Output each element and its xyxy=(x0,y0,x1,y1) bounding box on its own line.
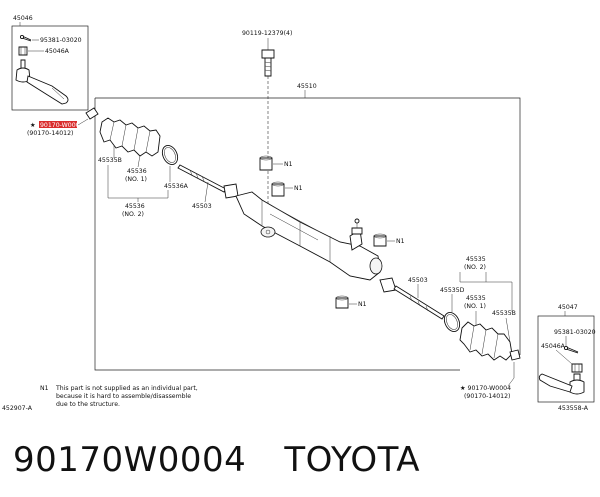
bellows-boot-left[interactable] xyxy=(99,117,161,157)
label-45535D[interactable]: 45535D xyxy=(440,287,465,294)
note-line-3: due to the structure. xyxy=(56,401,120,408)
label-n1-c[interactable]: N1 xyxy=(396,238,405,245)
label-45535-no2[interactable]: 45535 xyxy=(466,256,486,263)
label-highlighted-part[interactable]: 90170-W0004 xyxy=(40,122,84,129)
label-45536A[interactable]: 45536A xyxy=(164,183,189,190)
n1-cap-b[interactable] xyxy=(271,181,285,197)
washer-right[interactable] xyxy=(509,349,521,361)
n1-cap-d[interactable] xyxy=(335,295,349,309)
label-45046A-left[interactable]: 45046A xyxy=(45,48,70,55)
label-n1-a[interactable]: N1 xyxy=(284,161,293,168)
castle-nut-left[interactable] xyxy=(18,46,28,56)
ref-right: 453558-A xyxy=(558,405,589,412)
label-45503-left[interactable]: 45503 xyxy=(192,203,212,210)
highlight-box-left xyxy=(39,121,77,128)
label-90170-w-right[interactable]: ★ 90170-W0004 xyxy=(460,385,511,392)
label-45046A-right[interactable]: 45046A xyxy=(541,343,566,350)
label-n1-d[interactable]: N1 xyxy=(358,301,367,308)
boot-clamp-right[interactable] xyxy=(441,310,462,334)
cotter-pin-left[interactable] xyxy=(19,34,32,42)
label-90170-left[interactable]: (90170-14012) xyxy=(27,130,73,137)
star-left: ★ xyxy=(30,122,36,129)
n1-cap-a[interactable] xyxy=(259,155,273,171)
label-95381-right[interactable]: 95381-03020 xyxy=(554,329,596,336)
note-line-1: This part is not supplied as an individu… xyxy=(55,385,198,392)
label-45046[interactable]: 45046 xyxy=(13,15,33,22)
label-45536-no1-sub[interactable]: (NO. 1) xyxy=(125,176,147,183)
tie-rod-end-right[interactable] xyxy=(538,373,585,395)
label-45503-right[interactable]: 45503 xyxy=(408,277,428,284)
label-90170-right[interactable]: (90170-14012) xyxy=(464,393,510,400)
label-45535-no1[interactable]: 45535 xyxy=(466,295,486,302)
tie-rod-end-left[interactable] xyxy=(15,59,69,105)
label-n1-b[interactable]: N1 xyxy=(294,185,303,192)
label-45535-no2-sub[interactable]: (NO. 2) xyxy=(464,264,486,271)
note-line-2: because it is hard to assemble/disassemb… xyxy=(56,393,191,400)
label-45535B-left[interactable]: 45535B xyxy=(98,157,122,164)
left-tie-rod-end-inset: 45046 95381-03020 45046A xyxy=(11,15,89,111)
rack-housing[interactable] xyxy=(235,191,383,281)
label-45535-no1-sub[interactable]: (NO. 1) xyxy=(464,303,486,310)
steering-rack-parts-diagram: 45046 95381-03020 45046A ★ 90170-W0004 (… xyxy=(2,15,596,412)
note-n1-marker: N1 xyxy=(40,385,49,392)
cotter-pin-right[interactable] xyxy=(563,345,579,354)
caption-bar: 90170W0004 TOYOTA xyxy=(13,434,593,486)
caption-part-number: 90170W0004 xyxy=(13,440,247,480)
inner-tie-rod-left[interactable] xyxy=(177,164,239,199)
label-45047[interactable]: 45047 xyxy=(558,304,578,311)
assembly-outline xyxy=(94,97,521,371)
boot-clamp-left[interactable] xyxy=(159,143,180,167)
n1-cap-c[interactable] xyxy=(373,233,387,247)
label-95381-left[interactable]: 95381-03020 xyxy=(40,37,82,44)
right-tie-rod-end-inset: 45047 95381-03020 45046A xyxy=(537,304,596,403)
label-90119[interactable]: 90119-12379(4) xyxy=(242,30,292,37)
bellows-boot-right[interactable] xyxy=(459,321,513,361)
label-45536-no2[interactable]: 45536 xyxy=(125,203,145,210)
label-45510[interactable]: 45510 xyxy=(297,83,317,90)
label-45536-no1[interactable]: 45536 xyxy=(127,168,147,175)
mounting-bolt[interactable] xyxy=(261,49,275,77)
castle-nut-right[interactable] xyxy=(571,363,583,373)
ref-left: 452907-A xyxy=(2,405,33,412)
caption-brand: TOYOTA xyxy=(284,440,421,480)
label-45535B-right[interactable]: 45535B xyxy=(492,310,516,317)
inner-tie-rod-right[interactable] xyxy=(379,277,445,320)
label-45536-no2-sub[interactable]: (NO. 2) xyxy=(122,211,144,218)
washer-left[interactable] xyxy=(85,107,99,120)
